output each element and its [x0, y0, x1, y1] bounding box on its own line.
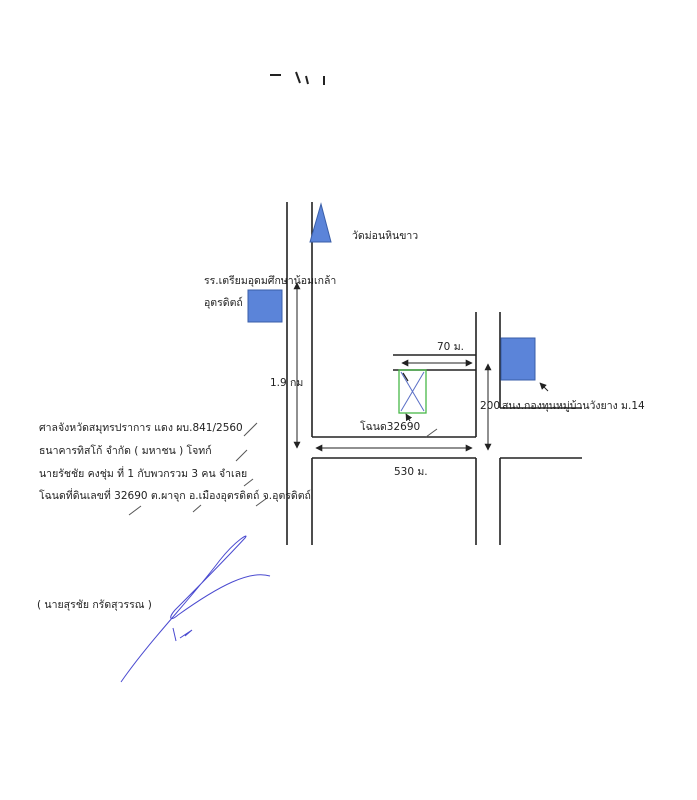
parcel-label: โฉนด32690 — [360, 421, 421, 433]
parcel-boundary — [398, 369, 427, 414]
school-label-line1: รร.เตรียมอุดมศึกษาน้อมเกล้า — [204, 275, 337, 287]
village-fund-label: สนง.กองทุนหมู่บ้านวังยาง ม.14 — [502, 400, 645, 412]
land-parcel — [398, 369, 427, 422]
note-tick-1 — [243, 422, 258, 437]
header-scribble — [270, 71, 325, 85]
distance-short-road-label: 70 ม. — [437, 341, 464, 353]
distance-east-road-label: 200 — [480, 400, 501, 412]
note-tick-7 — [425, 428, 438, 438]
note-tick-5 — [192, 504, 202, 513]
note-tick-4 — [128, 505, 142, 516]
dimension-arrows — [293, 282, 492, 452]
scribble-tick-1 — [295, 71, 301, 84]
note-tick-3 — [243, 478, 254, 487]
roads — [286, 202, 582, 545]
distance-main-road-label: 530 ม. — [394, 466, 428, 478]
case-note-line-1: ศาลจังหวัดสมุทรปราการ แดง ผบ.841/2560 — [39, 422, 243, 434]
signature-stroke-3 — [179, 629, 193, 639]
case-note-line-3: นายรัชชัย คงชุ่ม ที่ 1 กับพวกรวม 3 คน จำ… — [39, 468, 248, 480]
signer-name: ( นายสุรชัย กรัดสุวรรณ ) — [37, 599, 152, 611]
case-note-line-2: ธนาคารทิสโก้ จำกัด ( มหาชน ) โจทก์ — [39, 445, 212, 457]
signature-stroke-2 — [172, 627, 177, 642]
handwritten-signature — [120, 535, 271, 683]
parcel-mark — [402, 372, 409, 382]
scribble-tick-2 — [305, 75, 309, 85]
note-tick-6 — [255, 497, 268, 507]
parcel-cross-b — [400, 371, 425, 412]
distance-north-south-label: 1.9 กม — [270, 377, 304, 389]
school-icon — [247, 289, 283, 323]
village-fund-pointer — [539, 382, 549, 392]
school-label-line2: อุตรดิตถ์ — [204, 297, 243, 309]
note-tick-2 — [235, 449, 248, 462]
temple-label: วัดม่อนหินขาว — [352, 230, 419, 242]
village-fund-icon — [500, 337, 536, 381]
temple-icon — [309, 202, 332, 243]
case-note-line-4: โฉนดที่ดินเลขที่ 32690 ต.ผาจุก อ.เมืองอุ… — [39, 490, 311, 502]
signature-stroke-1 — [120, 535, 271, 683]
parcel-pointer — [405, 413, 413, 422]
note-ticks — [128, 422, 438, 516]
